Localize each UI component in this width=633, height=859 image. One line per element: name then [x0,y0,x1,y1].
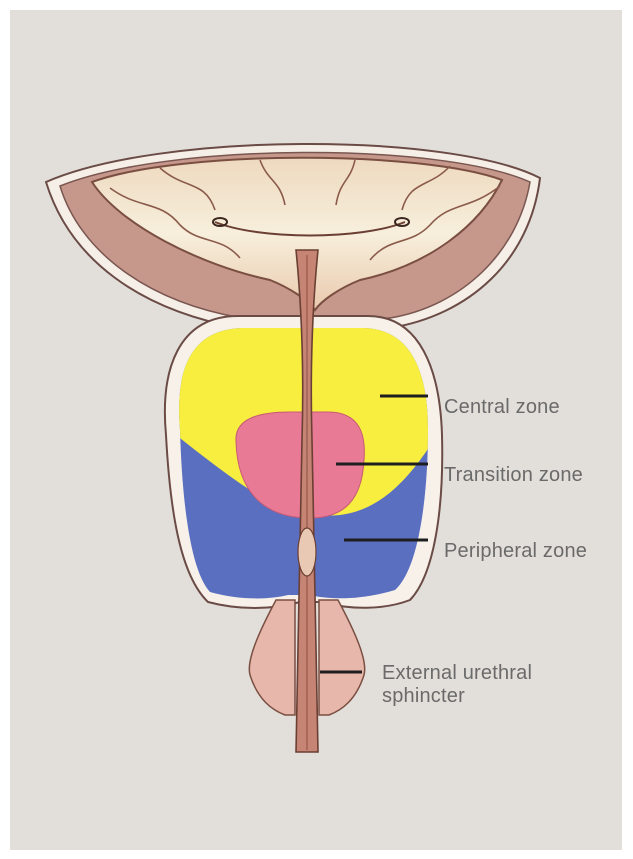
diagram-panel: Central zone Transition zone Peripheral … [10,10,622,850]
verumontanum [298,528,316,576]
central-zone-label: Central zone [444,396,560,419]
sphincter-label-line-1: External urethral [382,662,532,685]
sphincter-label-line-2: sphincter [382,685,532,708]
external-urethral-sphincter-label: External urethral sphincter [382,662,532,708]
peripheral-zone-label: Peripheral zone [444,540,587,563]
prostate-anatomy-illustration [10,10,622,850]
transition-zone-label: Transition zone [444,464,583,487]
